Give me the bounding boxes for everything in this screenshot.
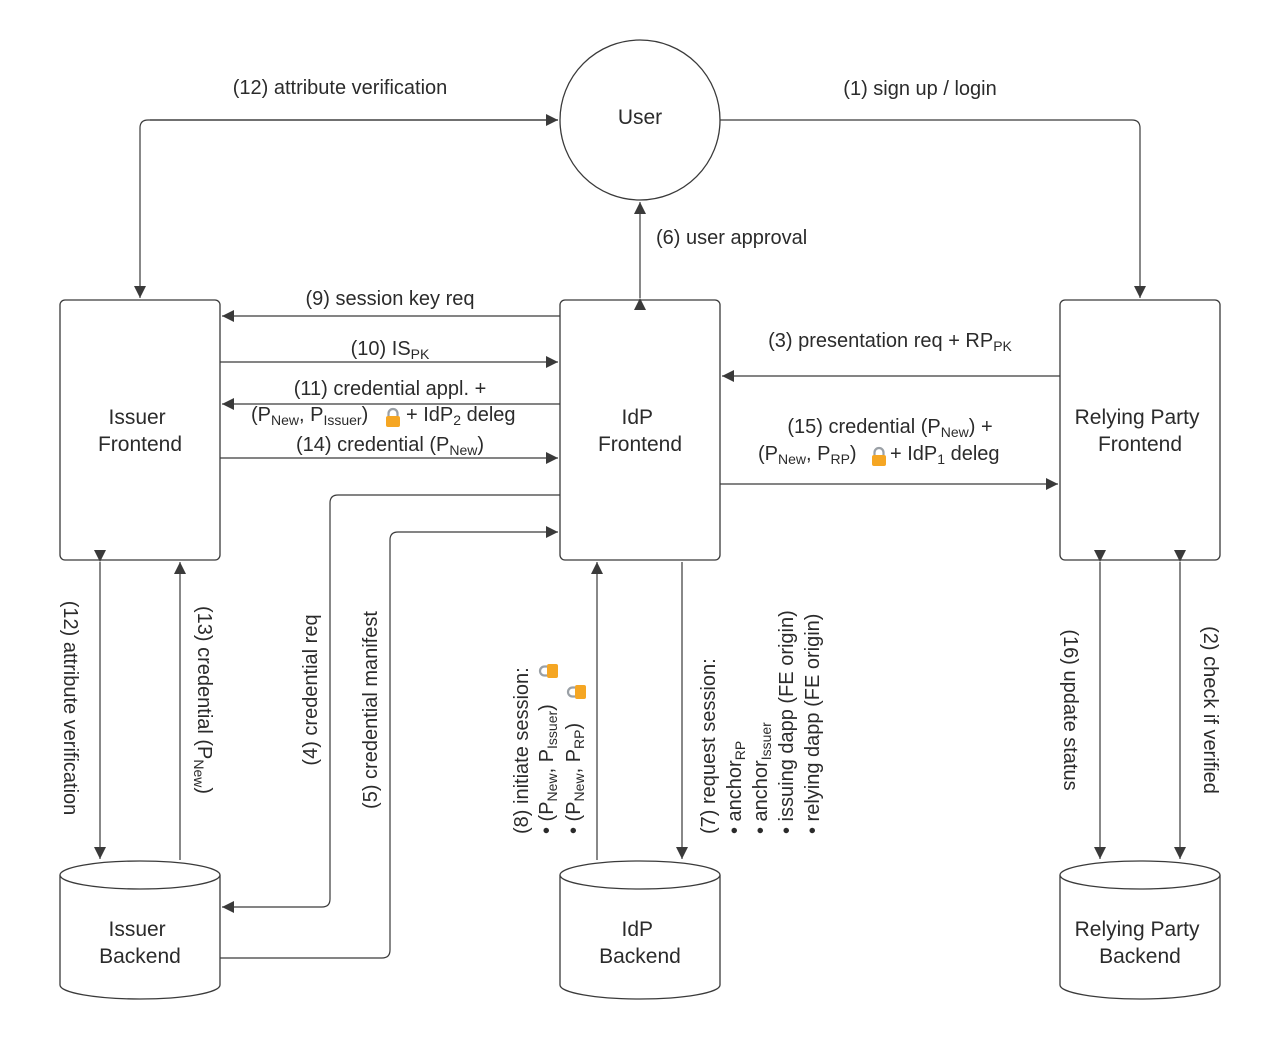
edge-5-label: (5) credential manifest bbox=[360, 611, 382, 809]
edge-1-signup bbox=[720, 119, 1146, 298]
edge-12-top-label: (12) attribute verification bbox=[233, 77, 448, 99]
edge-7-bullet-3: • issuing dapp (FE origin) bbox=[776, 610, 798, 834]
lock-icon bbox=[384, 407, 402, 429]
edge-11-label-line1: (11) credential appl. + bbox=[294, 378, 487, 400]
edge-5-credential-manifest bbox=[220, 526, 558, 959]
node-user: User bbox=[559, 39, 721, 201]
edge-7-bullet-2: • anchorIssuer bbox=[750, 722, 774, 834]
node-issuer-frontend: Issuer Frontend bbox=[59, 299, 221, 561]
edge-4-label: (4) credential req bbox=[300, 614, 322, 765]
node-idp-backend-label: IdP Backend bbox=[599, 918, 681, 968]
edge-1-label: (1) sign up / login bbox=[843, 78, 996, 100]
node-user-label: User bbox=[618, 106, 662, 129]
edge-7-bullet-4: • relying dapp (FE origin) bbox=[802, 614, 824, 834]
edge-7-bullet-1: • anchorRP bbox=[724, 741, 748, 834]
node-idp-frontend-label: IdP Frontend bbox=[598, 406, 682, 456]
lock-icon bbox=[870, 446, 888, 468]
edge-10-label: (10) ISPK bbox=[351, 338, 430, 362]
edge-12-left-label: (12) attribute verification bbox=[59, 601, 81, 816]
edge-9-label: (9) session key req bbox=[306, 288, 475, 310]
edge-6-label: (6) user approval bbox=[656, 227, 807, 249]
edge-11-label-line2a: (PNew, PIssuer) bbox=[251, 404, 368, 428]
edge-3-label: (3) presentation req + RPPK bbox=[768, 330, 1012, 354]
lock-icon bbox=[538, 662, 560, 680]
edge-7-title: (7) request session: bbox=[698, 658, 720, 834]
lock-icon bbox=[566, 683, 588, 701]
node-idp-frontend: IdP Frontend bbox=[559, 299, 721, 561]
node-rp-backend-label: Relying Party Backend bbox=[1075, 918, 1206, 968]
node-idp-backend: IdP Backend bbox=[559, 860, 721, 1000]
edge-8-bullet-1: • (PNew, PIssuer) bbox=[536, 704, 560, 834]
edge-15-label-line1: (15) credential (PNew) + bbox=[787, 416, 992, 440]
node-rp-frontend-label: Relying Party Frontend bbox=[1075, 406, 1206, 456]
edge-4-credential-req bbox=[222, 494, 560, 913]
edge-15-label-line2b: + IdP1 deleg bbox=[890, 443, 1000, 467]
node-rp-frontend: Relying Party Frontend bbox=[1059, 299, 1221, 561]
edge-14-label: (14) credential (PNew) bbox=[296, 434, 484, 458]
edge-2-label: (2) check if verified bbox=[1199, 626, 1221, 794]
edge-8-bullet-2: • (PNew, PRP) bbox=[563, 723, 587, 834]
edge-16-label: (16) update status bbox=[1059, 629, 1081, 790]
edge-13-label: (13) credential (PNew) bbox=[191, 606, 215, 794]
edge-11-label-line2b: + IdP2 deleg bbox=[406, 404, 516, 428]
edge-15-label-line2a: (PNew, PRP) bbox=[758, 443, 857, 467]
node-rp-backend: Relying Party Backend bbox=[1059, 860, 1221, 1000]
edge-12-user-issuer bbox=[134, 119, 558, 298]
node-issuer-frontend-label: Issuer Frontend bbox=[98, 406, 182, 456]
node-issuer-backend: Issuer Backend bbox=[59, 860, 221, 1000]
node-issuer-backend-label: Issuer Backend bbox=[99, 918, 181, 968]
edge-8-title: (8) initiate session: bbox=[511, 667, 533, 834]
